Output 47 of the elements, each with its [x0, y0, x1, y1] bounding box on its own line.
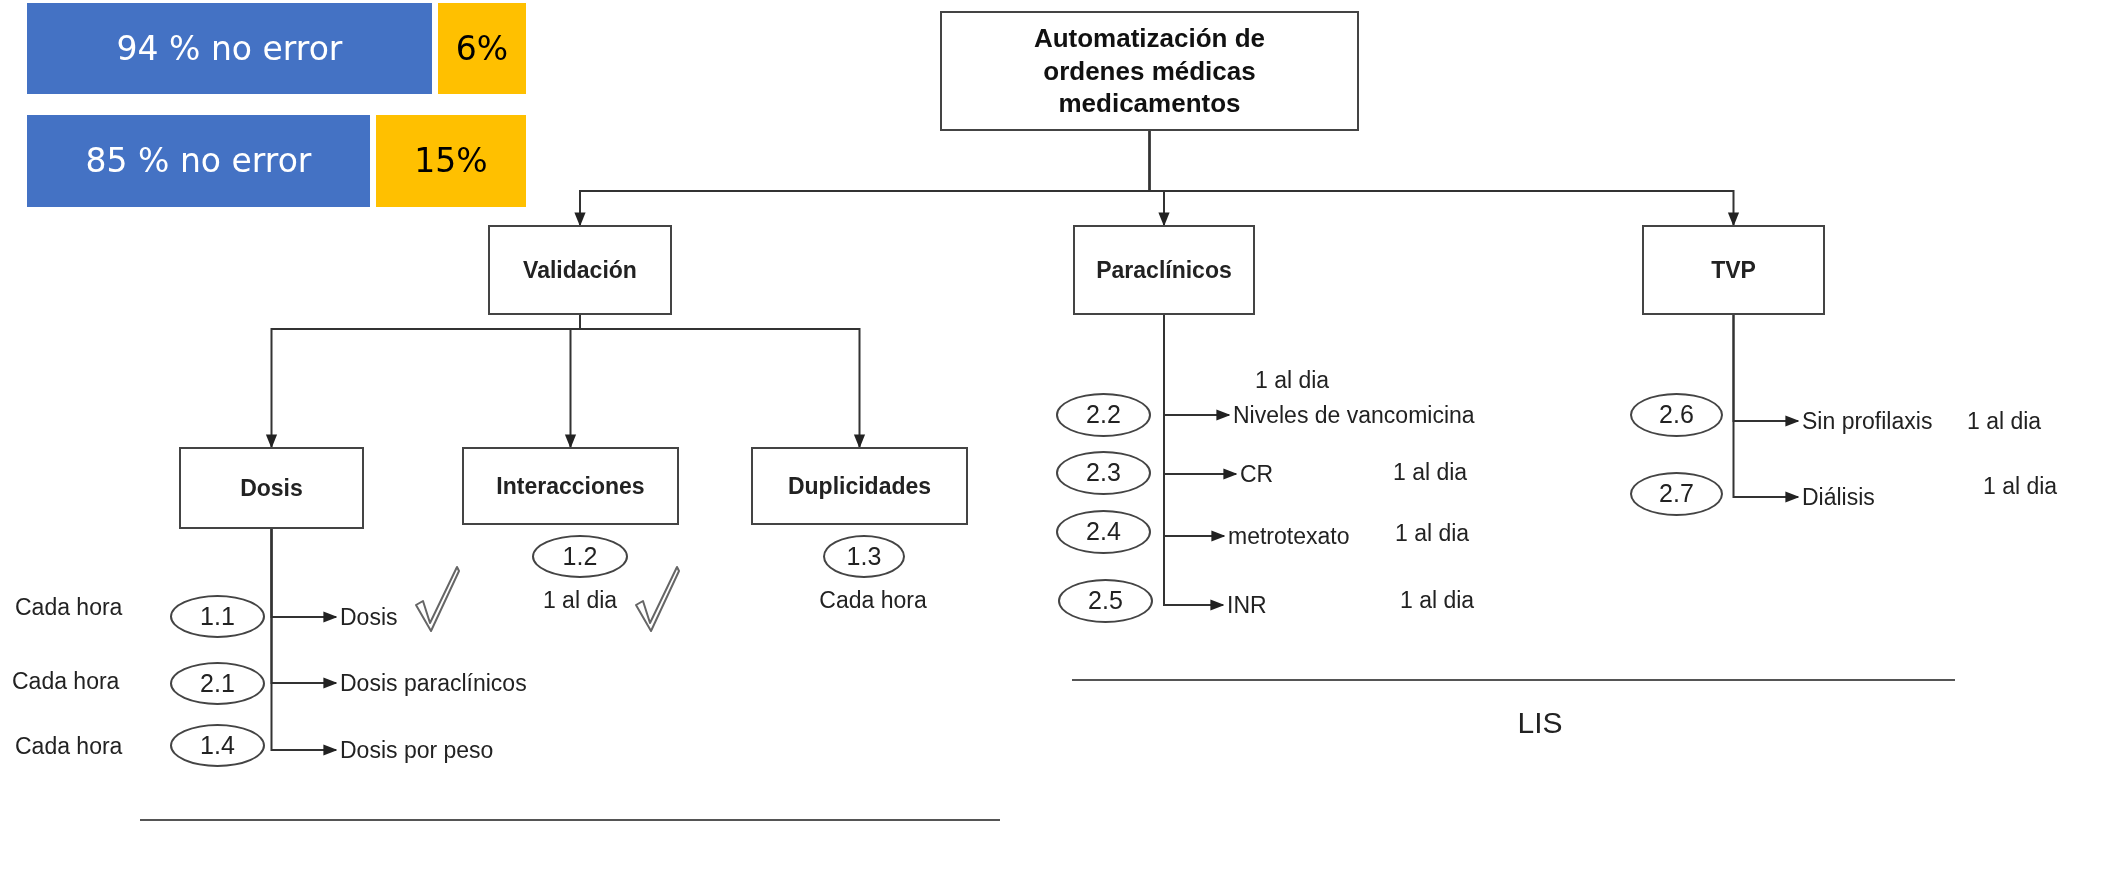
item-label: CR: [1240, 459, 1274, 489]
item-label: metrotexato: [1228, 521, 1350, 551]
frequency-note: 1 al dia: [542, 586, 618, 615]
item-label: INR: [1227, 590, 1267, 620]
process-box: TVP: [1642, 225, 1825, 315]
connector-arrow: [1732, 314, 1800, 503]
number-oval: 1.4: [170, 724, 265, 767]
bar-segment: 85 % no error: [27, 115, 370, 207]
number-oval: 1.3: [823, 535, 905, 578]
frequency-note: 1 al dia: [1393, 458, 1468, 487]
item-label: Niveles de vancomicina: [1233, 400, 1475, 430]
frequency-note: 1 al dia: [1983, 472, 2058, 501]
process-box: Interacciones: [462, 447, 679, 525]
frequency-note: Cada hora: [15, 732, 123, 761]
frequency-note: Cada hora: [819, 586, 927, 615]
number-oval: 2.3: [1056, 451, 1151, 495]
bar-segment: 6%: [438, 3, 526, 94]
bar-segment: 15%: [376, 115, 526, 207]
frequency-note: Cada hora: [12, 667, 120, 696]
frequency-note: 1 al dia: [1400, 586, 1475, 615]
frequency-note: 1 al dia: [1395, 519, 1470, 548]
connector-arrow: [1163, 314, 1225, 611]
number-oval: 1.2: [532, 535, 628, 578]
number-oval: 2.1: [170, 662, 265, 705]
frequency-note: Cada hora: [15, 593, 123, 622]
item-label: Sin profilaxis: [1802, 406, 1933, 436]
process-box: Duplicidades: [751, 447, 968, 525]
frequency-note: 1 al dia: [1967, 407, 2042, 436]
number-oval: 2.4: [1056, 510, 1151, 554]
item-label: Diálisis: [1802, 482, 1875, 512]
process-box: Automatización de ordenes médicas medicamentos: [940, 11, 1359, 131]
process-box: Validación: [488, 225, 672, 315]
number-oval: 2.2: [1056, 393, 1151, 437]
number-oval: 2.6: [1630, 393, 1723, 437]
bar-segment: 94 % no error: [27, 3, 432, 94]
connector-arrow: [270, 528, 338, 756]
process-box: Dosis: [179, 447, 364, 529]
section-label: LIS: [1517, 705, 1563, 741]
number-oval: 2.5: [1058, 579, 1153, 623]
connector-arrow: [1148, 130, 1740, 227]
item-label: Dosis: [340, 602, 398, 632]
item-label: Dosis por peso: [340, 735, 494, 765]
process-box: Paraclínicos: [1073, 225, 1255, 315]
number-oval: 1.1: [170, 595, 265, 638]
frequency-note: 1 al dia: [1255, 366, 1330, 395]
number-oval: 2.7: [1630, 472, 1723, 516]
item-label: Dosis paraclínicos: [340, 668, 527, 698]
